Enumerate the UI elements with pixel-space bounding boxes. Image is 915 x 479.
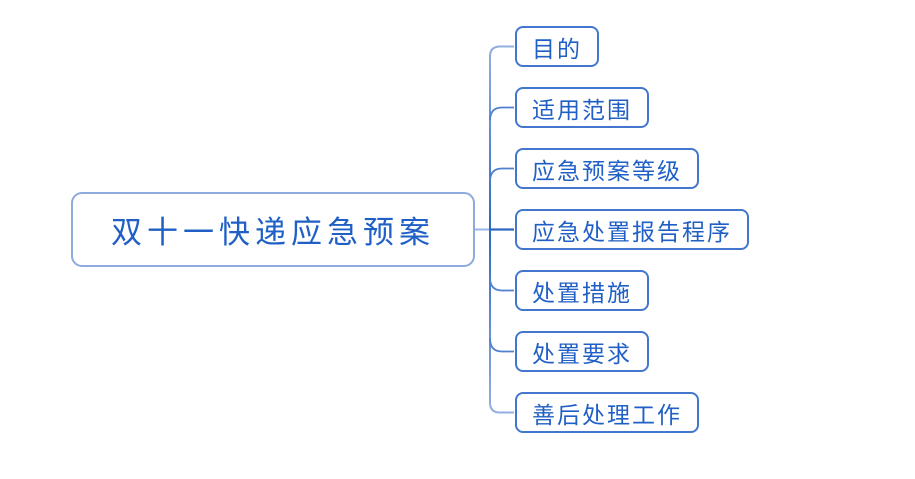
child-node-purpose[interactable]: 目的 [515, 26, 599, 67]
child-node-label: 适用范围 [532, 97, 632, 123]
child-node-label: 应急处置报告程序 [532, 219, 732, 245]
branch-3 [489, 167, 514, 182]
trunk-upper [489, 45, 514, 230]
child-node-scope[interactable]: 适用范围 [515, 87, 649, 128]
branch-2 [489, 106, 514, 121]
child-node-report-procedure[interactable]: 应急处置报告程序 [515, 209, 749, 250]
branch-6 [489, 338, 514, 353]
child-node-requirements[interactable]: 处置要求 [515, 331, 649, 372]
child-node-aftermath[interactable]: 善后处理工作 [515, 392, 699, 433]
child-node-label: 处置要求 [532, 341, 632, 367]
child-node-label: 处置措施 [532, 280, 632, 306]
child-node-label: 应急预案等级 [532, 158, 682, 184]
child-node-measures[interactable]: 处置措施 [515, 270, 649, 311]
child-node-plan-levels[interactable]: 应急预案等级 [515, 148, 699, 189]
root-node[interactable]: 双十一快递应急预案 [71, 192, 475, 267]
child-node-label: 目的 [532, 36, 582, 62]
child-node-label: 善后处理工作 [532, 402, 682, 428]
branch-5 [489, 277, 514, 292]
root-node-label: 双十一快递应急预案 [111, 215, 435, 250]
trunk-lower [489, 229, 514, 414]
